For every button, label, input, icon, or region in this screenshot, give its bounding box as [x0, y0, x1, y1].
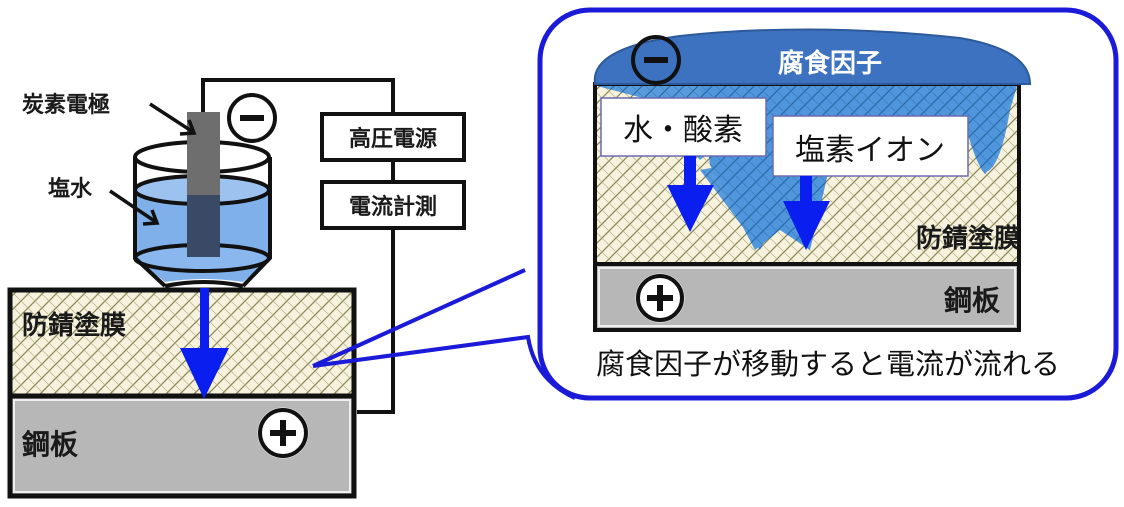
salt-water-label: 塩水 — [48, 176, 93, 202]
high-voltage-power-supply: 高圧電源 — [320, 112, 466, 162]
left-coating-layer: 防錆塗膜 — [7, 287, 357, 399]
right-negative-terminal-icon — [631, 35, 681, 85]
water-oxygen-arrow — [667, 156, 714, 232]
chloride-ion-label: 塩素イオン — [795, 133, 945, 168]
left-steel-label: 鋼板 — [22, 428, 78, 461]
chloride-ion-box: 塩素イオン — [772, 115, 969, 177]
corrosion-factor-label: 腐食因子 — [778, 48, 882, 79]
carbon-electrode — [187, 112, 220, 257]
current-meter-label: 電流計測 — [349, 194, 437, 220]
left-current-arrow — [180, 288, 229, 399]
left-positive-terminal-icon — [257, 407, 309, 459]
corrosion-penetration-main — [690, 86, 1015, 250]
water-oxygen-box: 水・酸素 — [600, 97, 767, 157]
power-supply-label: 高圧電源 — [349, 126, 437, 152]
callout-caption: 腐食因子が移動すると電流が流れる — [596, 347, 1060, 381]
current-meter: 電流計測 — [320, 180, 466, 230]
electrode-pointer-arrow — [149, 102, 197, 136]
carbon-electrode-label: 炭素電極 — [22, 92, 110, 118]
left-coating-label: 防錆塗膜 — [22, 310, 126, 341]
left-negative-terminal-icon — [227, 93, 277, 143]
right-coating-label: 防錆塗膜 — [916, 223, 1020, 254]
saltwater-pointer-arrow — [109, 189, 160, 226]
water-oxygen-label: 水・酸素 — [623, 113, 743, 148]
right-steel-label: 鋼板 — [944, 284, 1000, 317]
right-positive-terminal-icon — [635, 273, 685, 323]
circuit-wire — [201, 78, 395, 414]
chloride-ion-arrow — [783, 176, 830, 250]
corrosion-factor-cap: 腐食因子 — [593, 28, 1032, 85]
